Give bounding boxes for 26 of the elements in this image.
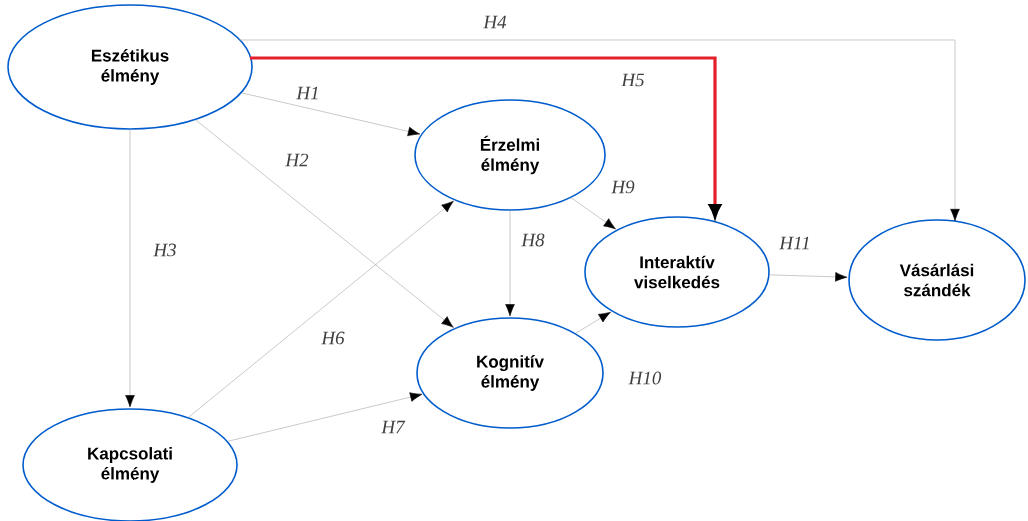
edge-label: H11 [778, 235, 812, 251]
edge-label: H9 [610, 179, 636, 195]
ellipse-node: Interaktív viselkedés [584, 216, 770, 328]
ellipse-node: Érzelmi élmény [414, 99, 606, 211]
ellipse-node: Vásárlási szándék [848, 219, 1026, 341]
arrow [188, 200, 454, 418]
arrow [125, 129, 135, 408]
edge-label: H3 [152, 242, 178, 258]
arrow [195, 119, 454, 328]
edge-label: H6 [320, 330, 346, 346]
ellipse-node: Kognitív élmény [416, 317, 604, 429]
edge-label: H4 [482, 14, 508, 30]
arrow [769, 272, 848, 282]
edge-label: H8 [520, 232, 546, 248]
ellipse-node: Eszétikus élmény [7, 4, 253, 130]
arrow [238, 39, 960, 222]
edge-label: H1 [295, 85, 321, 101]
edge-label: H7 [380, 419, 406, 435]
arrow [575, 311, 611, 334]
arrow [227, 392, 423, 442]
arrow [570, 197, 616, 230]
edge-label: H10 [627, 370, 663, 386]
edge-label: H2 [284, 152, 310, 168]
arrow [241, 92, 421, 137]
edge-label: H5 [620, 72, 646, 88]
arrow [505, 210, 515, 317]
